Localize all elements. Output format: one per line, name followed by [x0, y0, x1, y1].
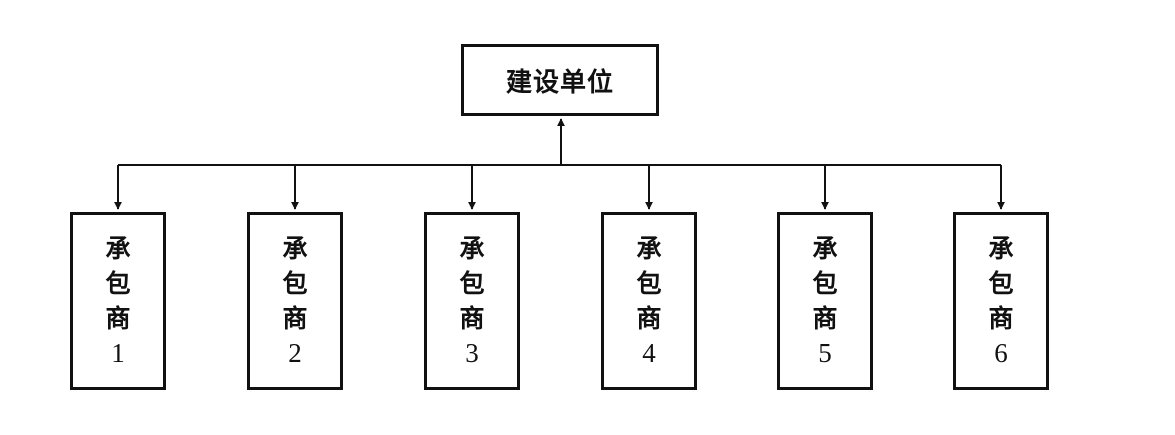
child-node-number: 6: [994, 338, 1008, 368]
child-node-char: 承: [988, 234, 1014, 263]
child-node-4: 承 包 商 4: [601, 212, 697, 390]
child-node-number: 1: [111, 338, 125, 368]
child-node-char: 商: [459, 304, 485, 333]
top-node-owner: 建设单位: [461, 44, 659, 116]
child-node-char: 承: [459, 234, 485, 263]
child-node-char: 包: [988, 269, 1014, 298]
child-node-char: 承: [282, 234, 308, 263]
child-node-number: 5: [818, 338, 832, 368]
child-node-char: 包: [459, 269, 485, 298]
child-node-number: 3: [465, 338, 479, 368]
child-node-number: 2: [288, 338, 302, 368]
child-node-char: 包: [105, 269, 131, 298]
child-node-char: 承: [105, 234, 131, 263]
child-node-char: 包: [282, 269, 308, 298]
child-node-char: 商: [636, 304, 662, 333]
child-node-char: 包: [812, 269, 838, 298]
child-node-char: 承: [812, 234, 838, 263]
child-node-char: 包: [636, 269, 662, 298]
top-node-label: 建设单位: [505, 67, 614, 98]
child-node-char: 商: [105, 304, 131, 333]
child-node-5: 承 包 商 5: [777, 212, 873, 390]
child-node-char: 商: [812, 304, 838, 333]
child-node-1: 承 包 商 1: [70, 212, 166, 390]
child-node-2: 承 包 商 2: [247, 212, 343, 390]
child-node-3: 承 包 商 3: [424, 212, 520, 390]
child-node-6: 承 包 商 6: [953, 212, 1049, 390]
child-node-char: 承: [636, 234, 662, 263]
child-node-char: 商: [988, 304, 1014, 333]
child-node-number: 4: [642, 338, 656, 368]
child-node-char: 商: [282, 304, 308, 333]
